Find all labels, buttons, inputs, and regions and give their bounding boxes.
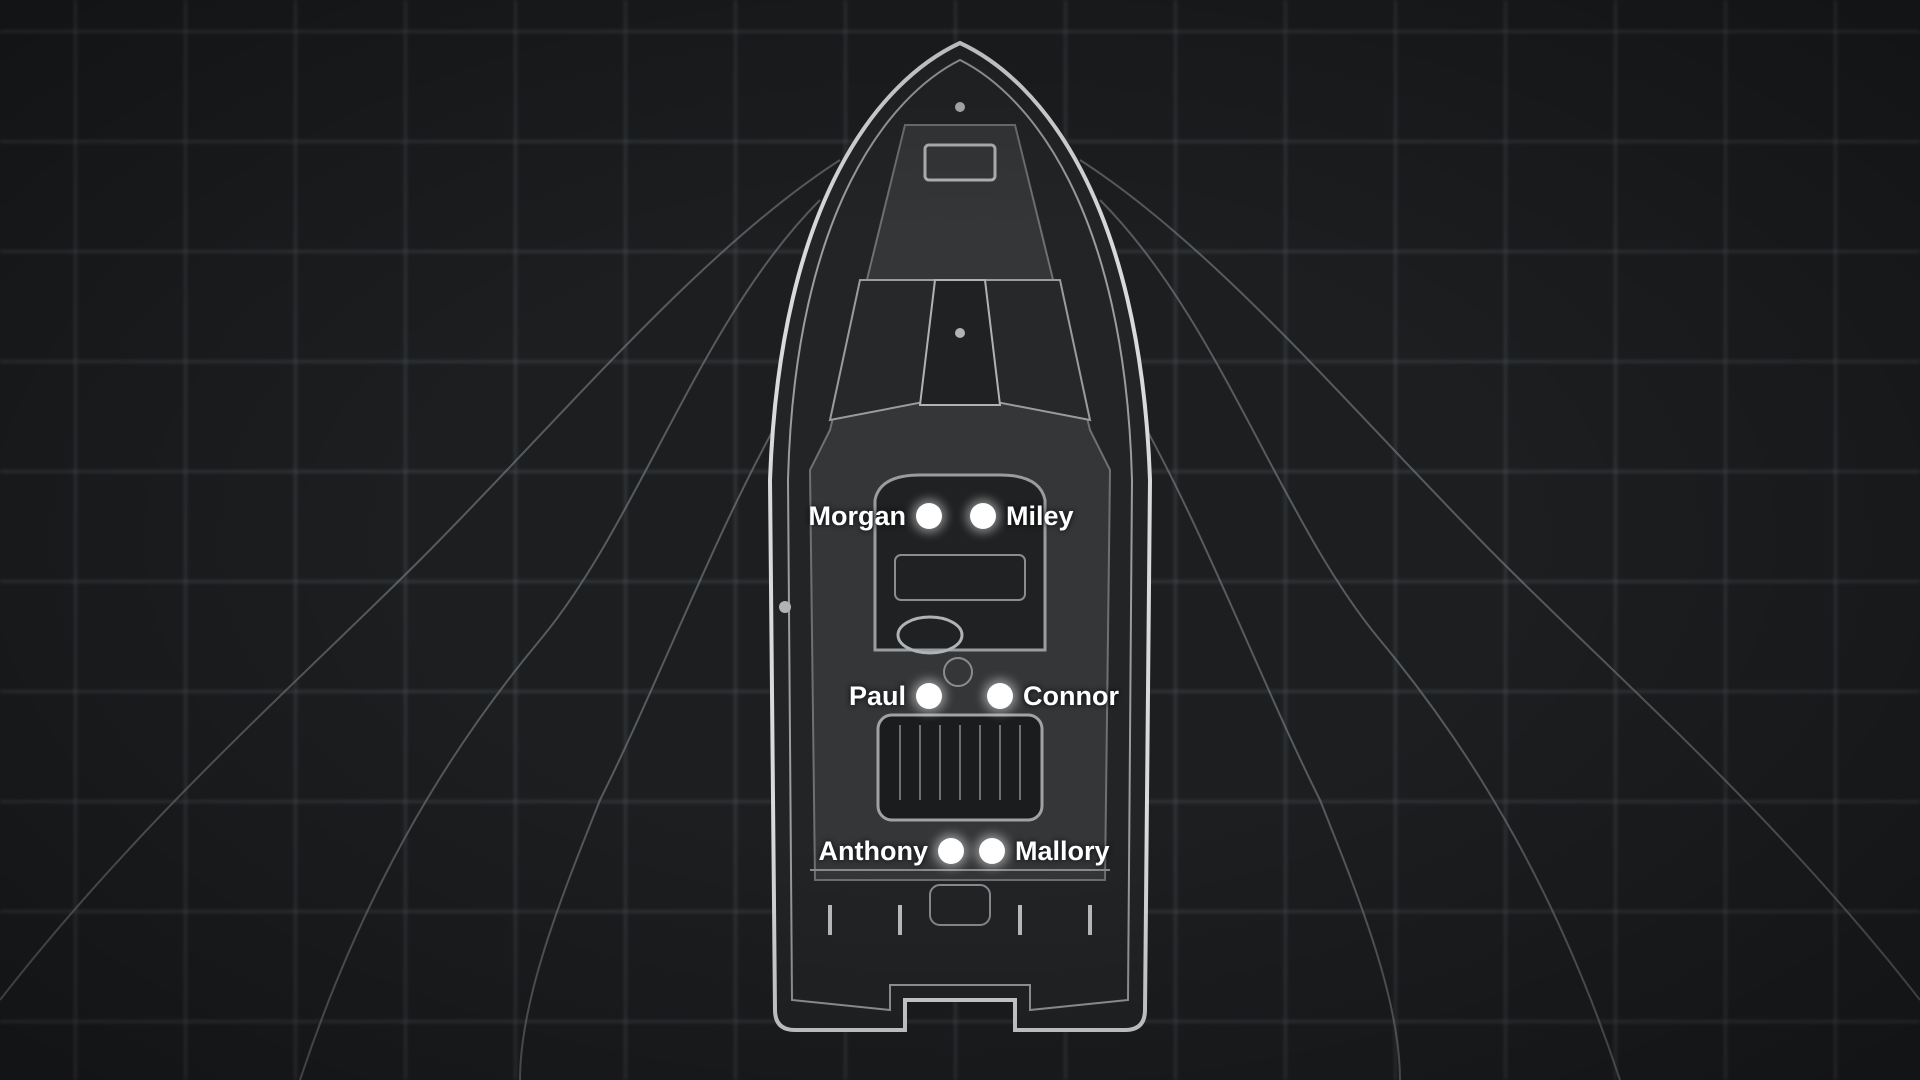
seat-marker[interactable]	[916, 683, 942, 709]
seat-label: Miley	[1006, 500, 1074, 531]
seat-marker[interactable]	[970, 503, 996, 529]
seat-label: Anthony	[818, 835, 928, 866]
wake-lines	[0, 159, 1920, 1080]
seat-marker[interactable]	[938, 838, 964, 864]
seat-mallory[interactable]: Mallory	[979, 836, 1110, 866]
seat-label: Connor	[1023, 680, 1119, 711]
seat-label: Mallory	[1015, 835, 1110, 866]
seat-marker[interactable]	[916, 503, 942, 529]
seat-anthony[interactable]: Anthony	[819, 836, 964, 866]
seat-label: Morgan	[808, 500, 907, 531]
seat-miley[interactable]: Miley	[970, 501, 1074, 531]
seat-connor[interactable]: Connor	[987, 681, 1119, 711]
seat-paul[interactable]: Paul	[849, 681, 942, 711]
seat-marker[interactable]	[979, 838, 1005, 864]
seat-label: Paul	[848, 680, 906, 711]
boat-hull	[767, 40, 1153, 1032]
seat-marker[interactable]	[987, 683, 1013, 709]
seat-morgan[interactable]: Morgan	[808, 500, 942, 531]
